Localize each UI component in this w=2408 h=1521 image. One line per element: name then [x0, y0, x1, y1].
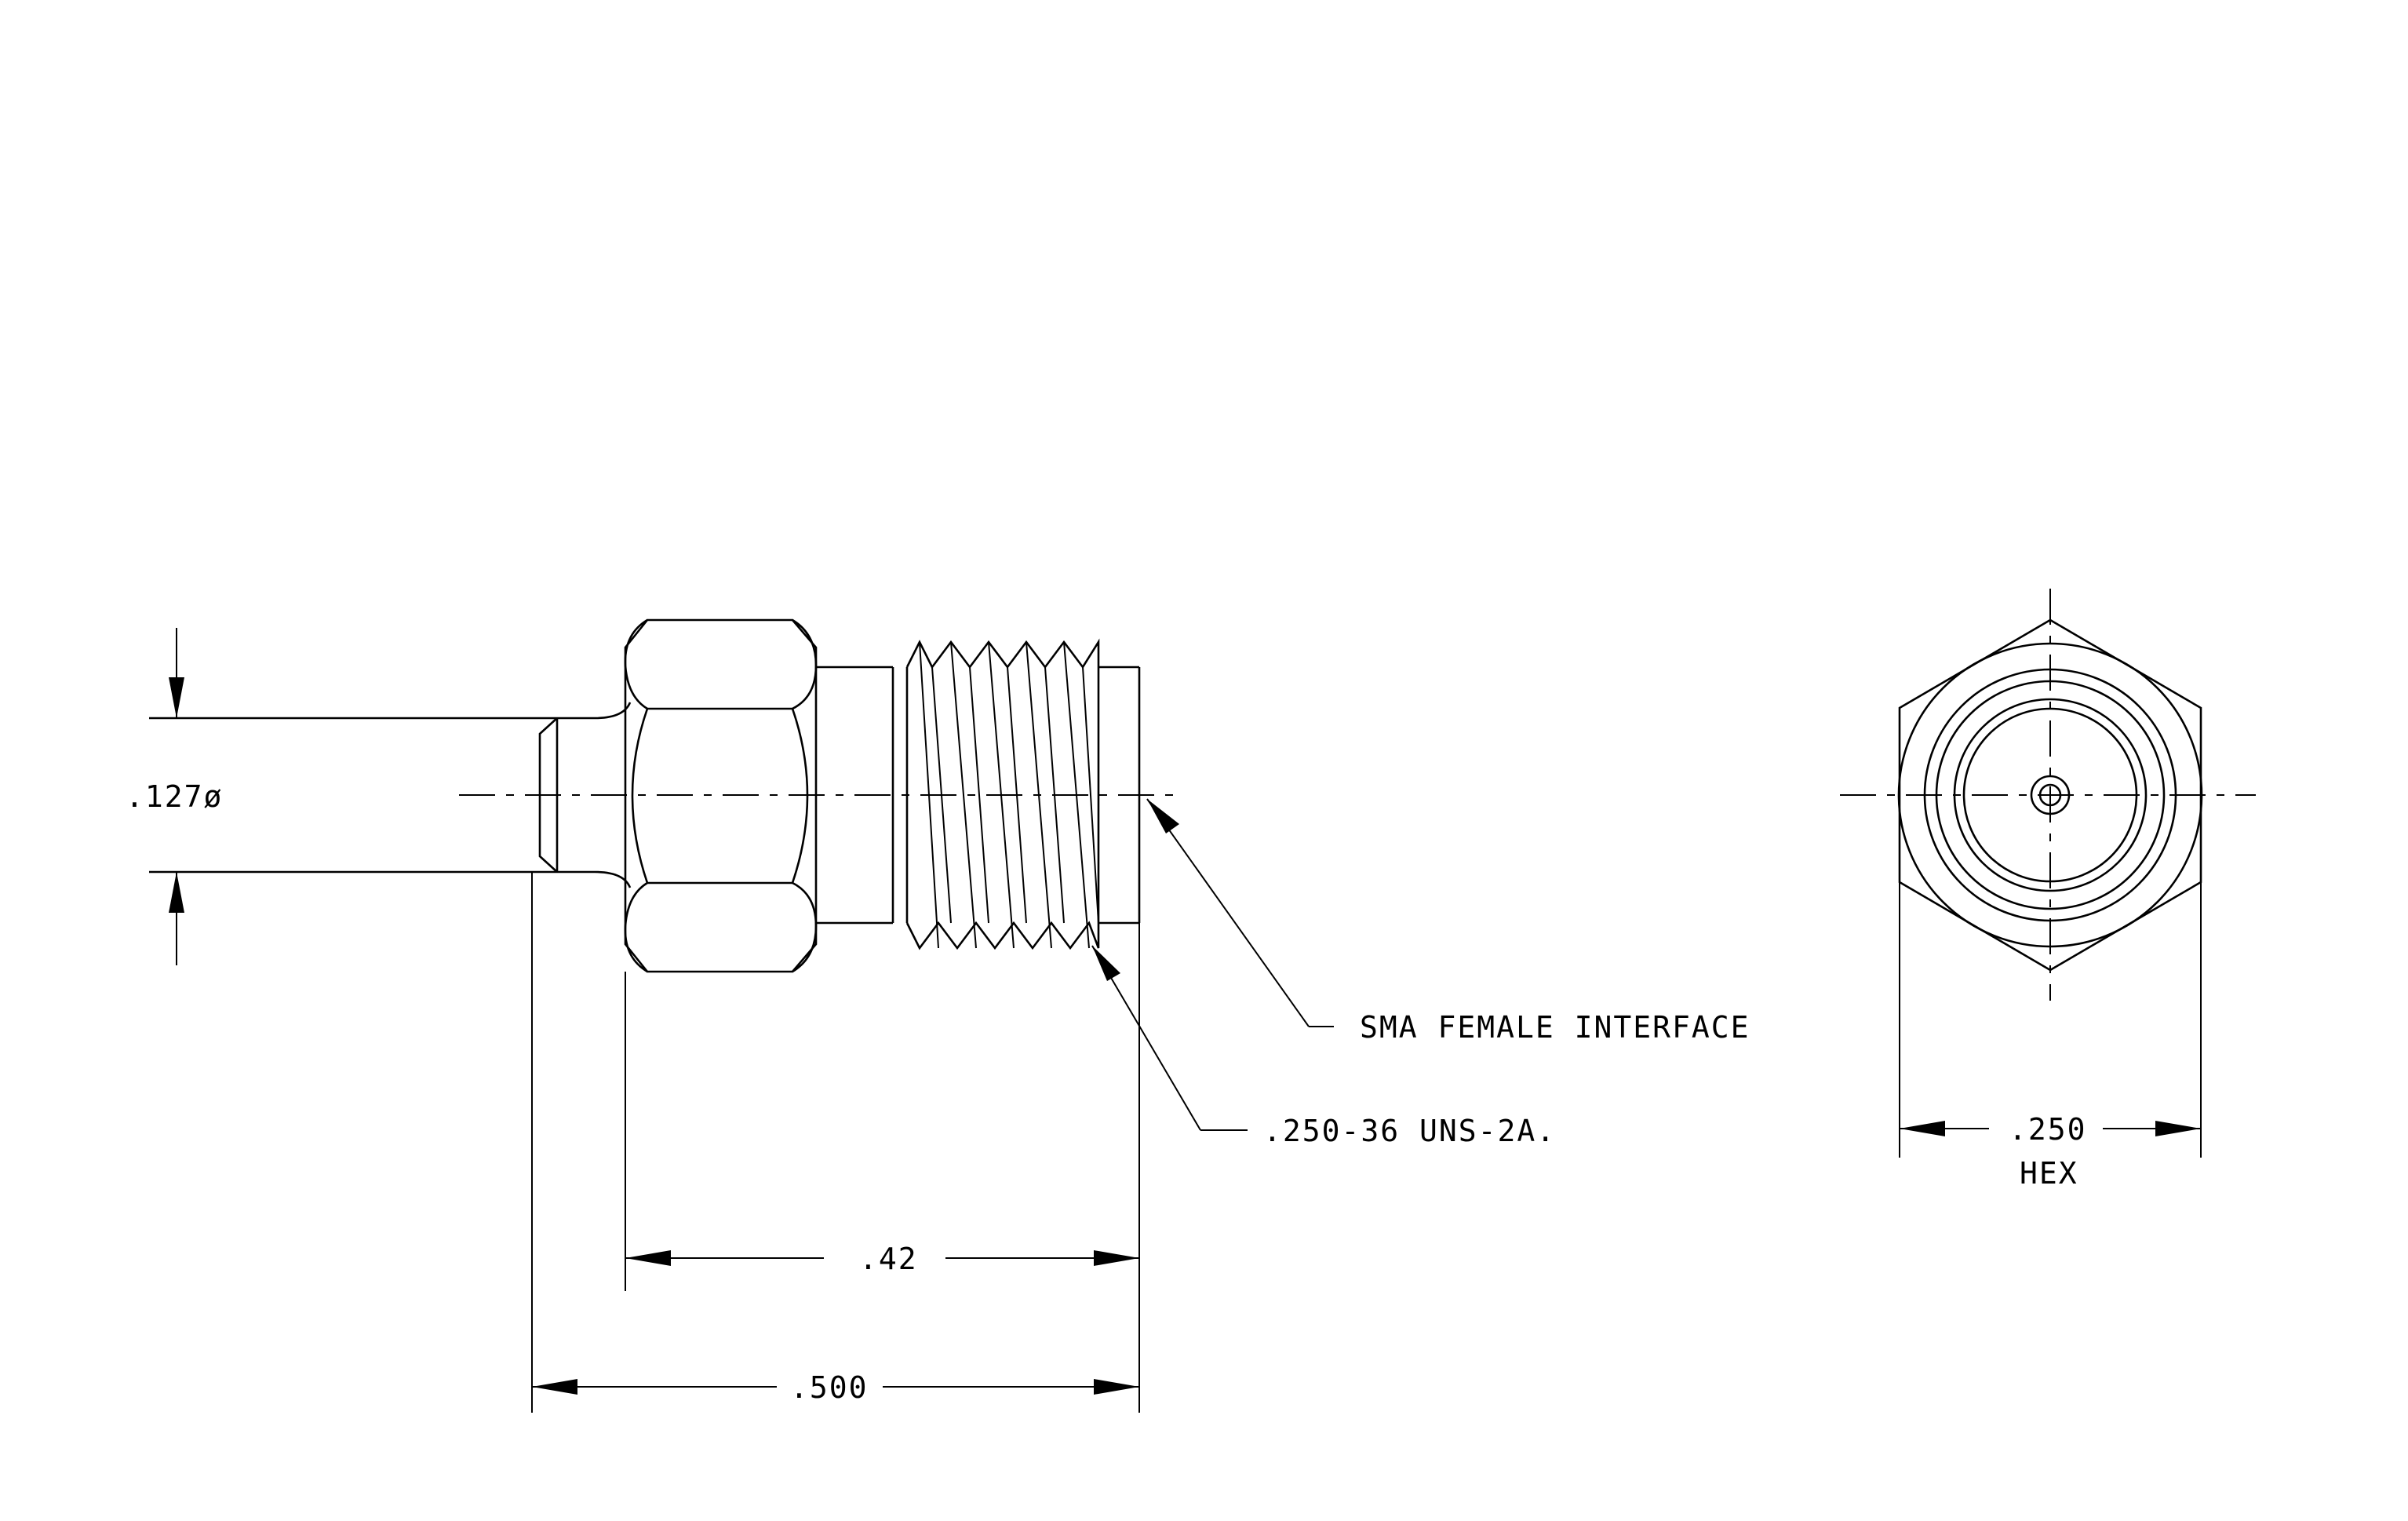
diameter-dimension	[169, 628, 184, 965]
length-overall-label: .500	[790, 1370, 869, 1405]
ring-3	[1953, 698, 2148, 892]
thread-spec-leader	[1091, 945, 1248, 1131]
length-threaded-dimension	[625, 923, 1140, 1413]
length-overall-dimension	[531, 872, 1139, 1413]
cable-shank	[149, 702, 632, 888]
ring-4	[1962, 707, 2138, 883]
outer-circle	[1897, 642, 2203, 948]
threaded-section	[891, 638, 1141, 950]
hex-dimension	[1899, 882, 2202, 1158]
length-threaded-label: .42	[859, 1242, 918, 1276]
end-view: .250 HEX	[1840, 589, 2256, 1191]
hex-size-label: .250	[2009, 1112, 2087, 1147]
thread-spec-label: .250-36 UNS-2A.	[1263, 1114, 1556, 1148]
side-view: .127ø SMA FEMALE INTERFACE .250-36 UNS-2…	[126, 618, 1750, 1413]
hex-body	[624, 618, 818, 973]
hex-unit-label: HEX	[2020, 1156, 2078, 1191]
interface-label: SMA FEMALE INTERFACE	[1360, 1010, 1750, 1045]
pin-inner	[2038, 783, 2062, 807]
hex-outline	[1898, 618, 2202, 972]
neck	[816, 666, 893, 925]
ring-2	[1935, 680, 2166, 910]
diameter-label: .127ø	[126, 779, 223, 814]
ring-1	[1923, 668, 2177, 922]
interface-leader	[1146, 798, 1334, 1027]
pin-outer	[2030, 775, 2071, 815]
